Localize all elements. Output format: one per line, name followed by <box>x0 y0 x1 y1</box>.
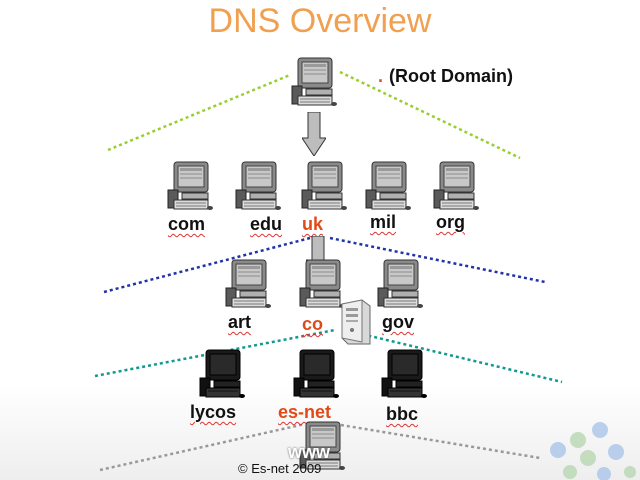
third-computer-icon-es-net <box>290 348 340 402</box>
third-label-es-net: es-net <box>278 402 332 422</box>
third-computer-icon-lycos <box>196 348 246 402</box>
sld-label-gov: gov <box>382 312 415 332</box>
sld-computer-icon-art <box>222 258 272 312</box>
server-icon <box>341 299 371 345</box>
third-label-bbc: bbc <box>386 404 419 424</box>
tld-computer-icon-mil <box>362 160 412 214</box>
tld-computer-icon-uk <box>298 160 348 214</box>
sld-computer-icon-gov <box>374 258 424 312</box>
tld-computer-icon-edu <box>232 160 282 214</box>
sld-label-art: art <box>228 312 252 332</box>
second-line-right <box>344 328 563 384</box>
page-title: DNS Overview <box>208 2 432 40</box>
sld-label-co: co <box>302 314 324 334</box>
root-domain-text: (Root Domain) <box>389 66 513 86</box>
third-line-left <box>99 422 306 472</box>
copyright-footer: © Es-net 2009 <box>238 461 322 476</box>
root-dot: . <box>378 66 384 86</box>
tld-label-edu: edu <box>250 214 283 234</box>
tld-line-right <box>329 236 546 284</box>
tld-label-uk: uk <box>302 214 324 234</box>
third-computer-icon-bbc <box>378 348 428 402</box>
tld-computer-icon-org <box>430 160 480 214</box>
tld-label-org: org <box>436 212 465 232</box>
tld-computer-icon-com <box>164 160 214 214</box>
tld-line-left <box>103 236 311 294</box>
root-line-left <box>107 73 291 152</box>
tld-label-mil: mil <box>370 212 397 232</box>
root-domain-label: .(Root Domain) <box>378 66 513 87</box>
decorative-bubbles <box>550 422 636 480</box>
arrow-down-icon <box>302 112 326 156</box>
root-computer-icon <box>288 56 338 110</box>
third-line-right <box>334 422 541 460</box>
host-label-www: www <box>288 442 331 462</box>
third-label-lycos: lycos <box>190 402 237 422</box>
tld-label-com: com <box>168 214 206 234</box>
